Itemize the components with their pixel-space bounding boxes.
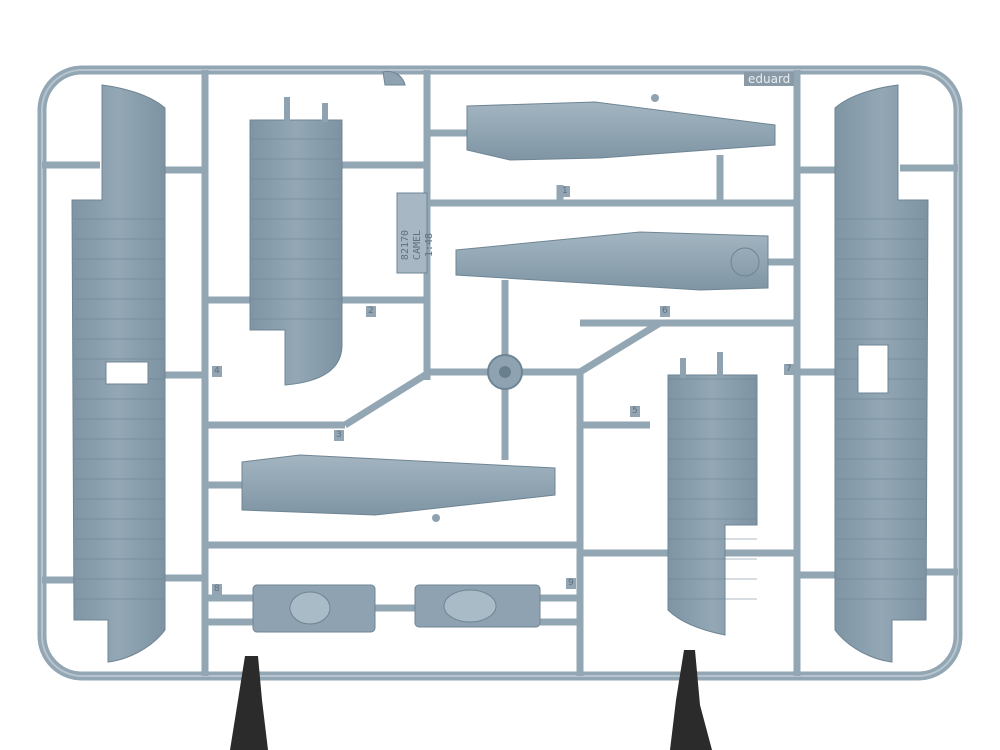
fuselage-half-top: [466, 94, 776, 161]
fuselage-half-middle: [455, 231, 769, 291]
kit-label: 82170 CAMEL 1:48: [400, 210, 435, 280]
kit-name: CAMEL: [412, 229, 423, 261]
part-number: 1: [560, 186, 570, 197]
part-number: 8: [212, 584, 222, 595]
part-number: 4: [212, 366, 222, 377]
right-wing-part: [834, 84, 929, 663]
part-number: 5: [630, 406, 640, 417]
fuselage-half-bottom: [241, 454, 556, 522]
cockpit-parts: [252, 584, 541, 633]
part-number: 2: [366, 306, 376, 317]
part-number: 6: [660, 306, 670, 317]
part-number: 3: [334, 430, 344, 441]
lower-wing-panel-right: [667, 352, 758, 636]
kit-suffix: 1:48: [424, 232, 435, 258]
stand-clamp-left: [230, 656, 268, 750]
brand-mark: eduard: [744, 72, 795, 86]
lower-wing-panel-left: [249, 97, 343, 386]
left-wing-part: [71, 84, 166, 663]
kit-code: 82170: [400, 229, 411, 261]
stand-clamp-right: [670, 650, 712, 750]
part-number: 7: [784, 364, 794, 375]
part-number: 9: [566, 578, 576, 589]
